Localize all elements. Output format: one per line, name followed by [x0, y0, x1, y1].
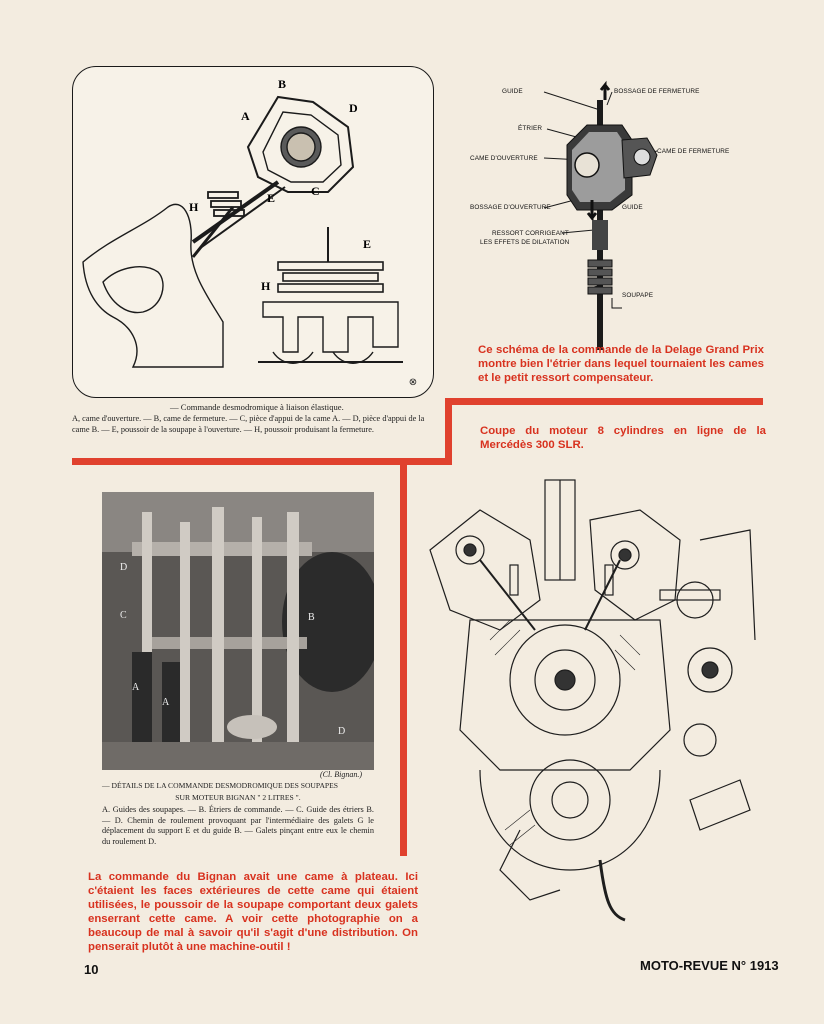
photo-label-d: D — [120, 562, 128, 573]
label-e-lower: E — [363, 237, 372, 251]
delage-caption: Ce schéma de la commande de la Delage Gr… — [478, 344, 764, 384]
label-bossage-ouverture: BOSSAGE D'OUVERTURE — [470, 204, 551, 211]
photo-label-c: C — [120, 610, 127, 621]
label-ressort-line2: LES EFFETS DE DILATATION — [480, 239, 570, 246]
red-rule-middle — [72, 458, 452, 465]
red-rule-vertical-top — [445, 398, 452, 464]
delage-valve-diagram: GUIDE BOSSAGE DE FERMETURE ÉTRIER CAME D… — [462, 70, 762, 360]
bignan-photo: D C B A A D — [102, 492, 374, 770]
magazine-title: MOTO-REVUE — [640, 958, 728, 973]
bignan-caption-line2: SUR MOTEUR BIGNAN " 2 LITRES ". — [175, 793, 301, 802]
issue-number: N° 1913 — [731, 958, 779, 973]
magazine-name: MOTO-REVUE N° 1913 — [640, 958, 779, 973]
left-diagram-caption-title: — Commande desmodromique à liaison élast… — [170, 402, 344, 412]
desmodromic-elastic-diagram: ⊗ A B C D E H E H — [72, 66, 434, 398]
label-bossage-fermeture: BOSSAGE DE FERMETURE — [614, 88, 700, 95]
label-c: C — [311, 184, 320, 198]
label-a: A — [241, 109, 250, 123]
label-b: B — [278, 77, 287, 91]
red-rule-top-right — [445, 398, 763, 405]
engine-section-drawing — [429, 479, 756, 922]
photo-label-b: B — [308, 612, 315, 623]
label-e: E — [267, 191, 276, 205]
label-h: H — [189, 200, 199, 214]
svg-text:⊗: ⊗ — [409, 377, 417, 388]
bignan-caption-body: A. Guides des soupapes. — B. Étriers de … — [102, 805, 374, 846]
bignan-caption: La commande du Bignan avait une came à p… — [88, 871, 418, 953]
label-ressort-line1: RESSORT CORRIGEANT — [492, 230, 569, 237]
label-came-fermeture: CAME DE FERMETURE — [657, 148, 730, 155]
label-guide-top: GUIDE — [502, 88, 523, 95]
page-number: 10 — [84, 962, 99, 977]
label-h-lower: H — [261, 279, 271, 293]
red-rule-vertical — [400, 458, 407, 856]
bignan-photo-drawing — [102, 492, 374, 770]
mercedes-caption: Coupe du moteur 8 cylindres en ligne de … — [480, 425, 766, 451]
photo-label-d2: D — [338, 726, 346, 737]
mercedes-engine-cross-section — [410, 470, 770, 930]
label-guide-bottom: GUIDE — [622, 204, 643, 211]
label-etrier: ÉTRIER — [518, 125, 543, 132]
label-soupape: SOUPAPE — [622, 292, 654, 299]
desmodromic-diagram-drawing: ⊗ — [82, 95, 417, 388]
bignan-caption-line1: — DÉTAILS DE LA COMMANDE DESMODROMIQUE D… — [102, 781, 339, 790]
label-came-ouverture: CAME D'OUVERTURE — [470, 155, 538, 162]
bignan-credit: (Cl. Bignan.) — [320, 770, 362, 779]
photo-label-a2: A — [162, 697, 170, 708]
label-d: D — [349, 101, 358, 115]
photo-label-a: A — [132, 682, 140, 693]
left-diagram-caption-body: A, came d'ouverture. — B, came de fermet… — [72, 414, 425, 434]
delage-diagram-drawing — [543, 80, 658, 350]
